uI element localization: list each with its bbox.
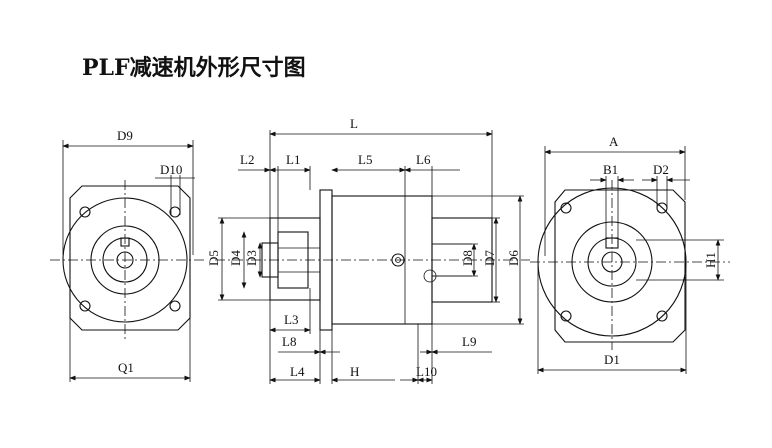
dim-label-l10: L10: [416, 364, 437, 379]
dim-label-h1: H1: [703, 252, 718, 268]
dim-label-l3: L3: [284, 312, 298, 327]
dim-label-d8: D8: [460, 250, 475, 266]
dim-label-l9: L9: [462, 334, 476, 349]
right-view-housing: [554, 189, 686, 343]
right-view-bolt-hole: [560, 310, 572, 322]
right-end-view: A B1 D2 H1 D1: [530, 134, 730, 374]
dim-label-l5: L5: [358, 152, 372, 167]
dim-label-l4: L4: [290, 364, 305, 379]
dim-label-q1: Q1: [118, 360, 134, 375]
dim-label-d7: D7: [482, 250, 497, 266]
right-view-bolt-hole: [560, 202, 572, 214]
dim-label-b1: B1: [603, 162, 618, 177]
right-view-bolt-hole: [656, 310, 668, 322]
dim-label-l1: L1: [286, 152, 300, 167]
dim-label-l8: L8: [282, 334, 296, 349]
dim-label-h: H: [350, 364, 359, 379]
dim-label-d10: D10: [160, 162, 182, 177]
side-view: L L7 L2 L1 L5 L6 D5 D4 D3: [206, 116, 530, 384]
dim-label-d2: D2: [653, 162, 669, 177]
dim-label-d9: D9: [117, 128, 133, 143]
dim-label-l2: L2: [240, 152, 254, 167]
dim-label-d6: D6: [506, 250, 521, 266]
drawing-title: PLF减速机外形尺寸图: [82, 55, 306, 81]
dim-label-d5: D5: [206, 250, 221, 266]
left-view-bolt-hole: [169, 206, 181, 218]
dim-label-d3: D3: [244, 250, 259, 266]
dim-label-l7: L: [350, 116, 358, 131]
dim-label-a: A: [609, 134, 619, 149]
dim-label-d1: D1: [604, 352, 620, 367]
left-end-view: D9 D10 Q1: [50, 128, 205, 382]
dim-label-l6: L6: [416, 152, 431, 167]
left-view-bolt-hole: [79, 300, 91, 312]
left-view-bolt-hole: [169, 300, 181, 312]
dim-label-d4: D4: [228, 250, 243, 266]
left-view-bolt-hole: [79, 206, 91, 218]
